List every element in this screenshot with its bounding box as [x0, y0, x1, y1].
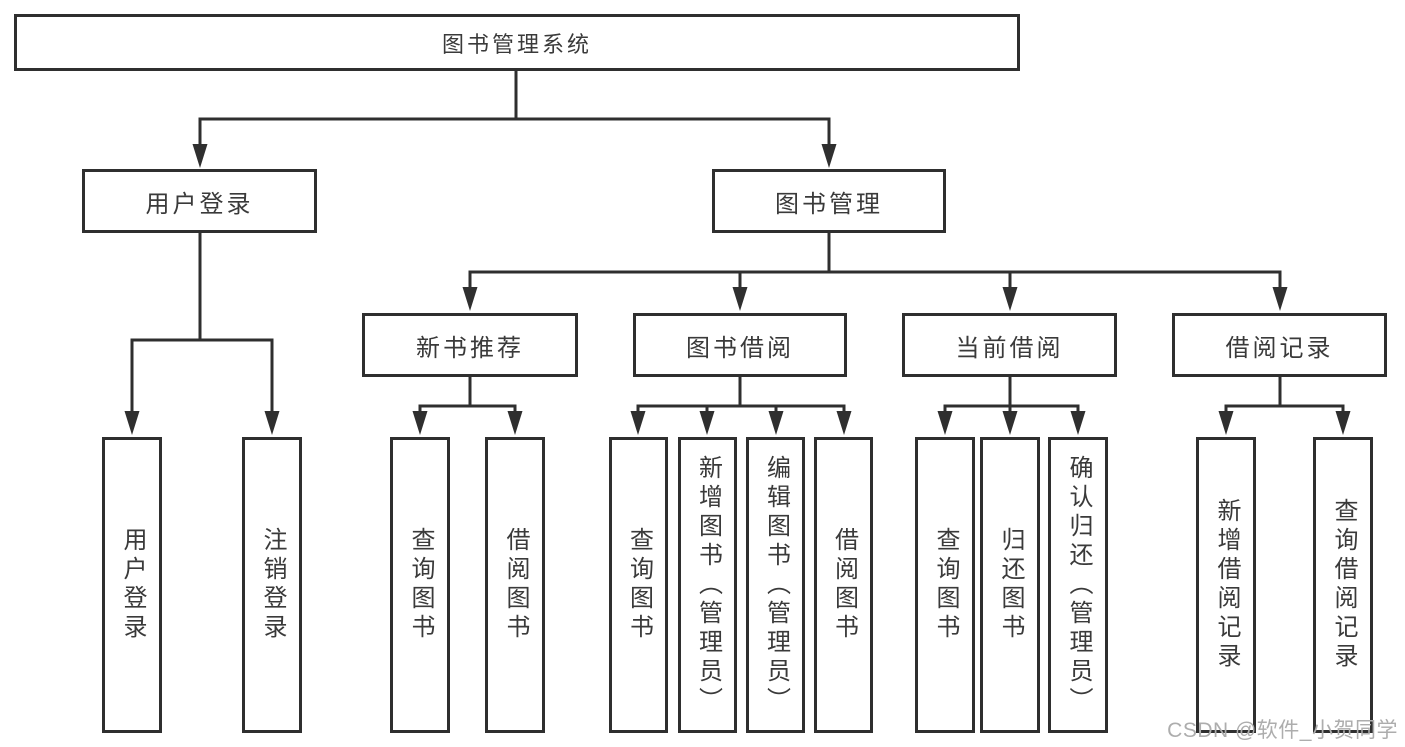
node-label: 借阅图书 [502, 527, 529, 643]
node-label: 图书借阅 [686, 334, 794, 362]
node-user-login-action: 用户登录 [102, 437, 162, 733]
node-logout: 注销登录 [242, 437, 302, 733]
node-label: 借阅图书 [830, 527, 858, 643]
node-return-books: 归还图书 [980, 437, 1040, 733]
node-label: 借阅记录 [1225, 334, 1334, 362]
node-label: 归还图书 [997, 527, 1024, 643]
node-book-management: 图书管理 [712, 169, 946, 233]
node-label: 注销登录 [259, 527, 286, 643]
node-borrowing-records: 借阅记录 [1172, 313, 1387, 377]
node-add-borrow-record: 新增借阅记录 [1196, 437, 1256, 733]
node-label: 用户登录 [119, 527, 146, 643]
node-borrow-books-recommend: 借阅图书 [485, 437, 545, 733]
node-query-books-borrow: 查询图书 [609, 437, 668, 733]
node-label: 新书推荐 [416, 334, 524, 362]
node-label: 图书管理 [775, 190, 883, 218]
node-query-books-current: 查询图书 [915, 437, 975, 733]
node-add-book-admin: 新增图书（管理员） [678, 437, 737, 733]
node-borrow-books: 借阅图书 [814, 437, 873, 733]
node-label: 图书管理系统 [441, 31, 592, 57]
node-user-login: 用户登录 [82, 169, 317, 233]
node-book-borrowing: 图书借阅 [633, 313, 847, 377]
node-new-book-recommend: 新书推荐 [362, 313, 578, 377]
node-label: 用户登录 [145, 190, 254, 218]
node-edit-book-admin: 编辑图书（管理员） [746, 437, 805, 733]
node-label: 新增图书（管理员） [694, 454, 722, 716]
node-current-borrowing: 当前借阅 [902, 313, 1117, 377]
node-label: 新增借阅记录 [1213, 498, 1240, 672]
node-query-borrow-record: 查询借阅记录 [1313, 437, 1373, 733]
node-label: 查询借阅记录 [1330, 498, 1357, 672]
watermark: CSDN @软件_小贺同学 [1167, 719, 1398, 742]
node-query-books-recommend: 查询图书 [390, 437, 450, 733]
node-label: 确认归还（管理员） [1065, 454, 1092, 716]
node-confirm-return-admin: 确认归还（管理员） [1048, 437, 1108, 733]
node-label: 当前借阅 [955, 334, 1064, 362]
node-label: 查询图书 [407, 527, 434, 643]
node-label: 查询图书 [932, 527, 959, 643]
node-label: 查询图书 [625, 527, 653, 643]
node-root: 图书管理系统 [14, 14, 1020, 71]
node-label: 编辑图书（管理员） [762, 454, 790, 716]
